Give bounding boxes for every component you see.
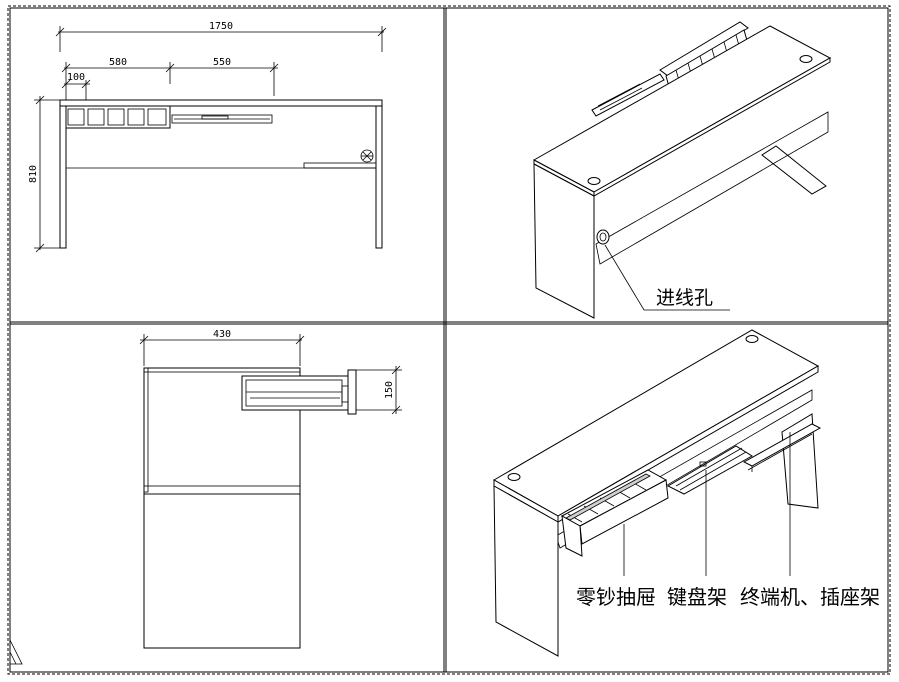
dim-line-drawer-depth bbox=[356, 365, 402, 415]
dim-tray-width: 550 bbox=[213, 57, 231, 68]
dim-total-width: 1750 bbox=[209, 21, 233, 32]
dim-offset: 100 bbox=[67, 72, 85, 83]
dim-line-total-width bbox=[55, 26, 387, 52]
dim-line-drawer-widths bbox=[61, 62, 279, 100]
perspective-bottom-view: 零钞抽屉 键盘架 终端机、插座架 bbox=[492, 329, 880, 657]
bottom-keyboard-tray bbox=[666, 445, 753, 495]
bottom-grommet-icon-2 bbox=[745, 335, 759, 343]
callout-cable-hole: 进线孔 bbox=[656, 287, 713, 309]
front-cash-drawer bbox=[65, 105, 171, 129]
dim-height: 810 bbox=[28, 165, 39, 183]
terminal-socket-shelf bbox=[742, 423, 822, 472]
drawing-frame bbox=[7, 5, 891, 675]
bottom-grommet-icon bbox=[507, 473, 521, 481]
dim-drawer-width: 580 bbox=[109, 57, 127, 68]
top-grommet-icon bbox=[587, 177, 601, 185]
front-cable-grommet-icon bbox=[360, 149, 374, 163]
callout-terminal-shelf: 终端机、插座架 bbox=[740, 585, 880, 609]
callout-keyboard-tray: 键盘架 bbox=[667, 585, 727, 609]
top-grommet-icon-2 bbox=[799, 55, 813, 63]
front-view: 1750 580 550 100 810 bbox=[28, 21, 387, 253]
side-view: 430 150 bbox=[139, 329, 402, 649]
callout-cash-drawer: 零钞抽屉 bbox=[576, 585, 656, 609]
dim-line-depth bbox=[139, 334, 305, 366]
dim-depth: 430 bbox=[213, 329, 231, 340]
front-keyboard-tray bbox=[171, 114, 273, 124]
dim-line-offset bbox=[61, 79, 91, 100]
dim-line-height bbox=[34, 95, 60, 253]
ucs-corner-icon bbox=[9, 639, 23, 665]
bottom-cash-drawer bbox=[560, 469, 669, 557]
cable-entry-hole-icon bbox=[596, 229, 610, 245]
side-drawer bbox=[241, 369, 357, 415]
dim-drawer-depth: 150 bbox=[384, 381, 395, 399]
perspective-top-view: 进线孔 bbox=[532, 21, 832, 319]
top-keyboard-tray bbox=[591, 73, 665, 117]
